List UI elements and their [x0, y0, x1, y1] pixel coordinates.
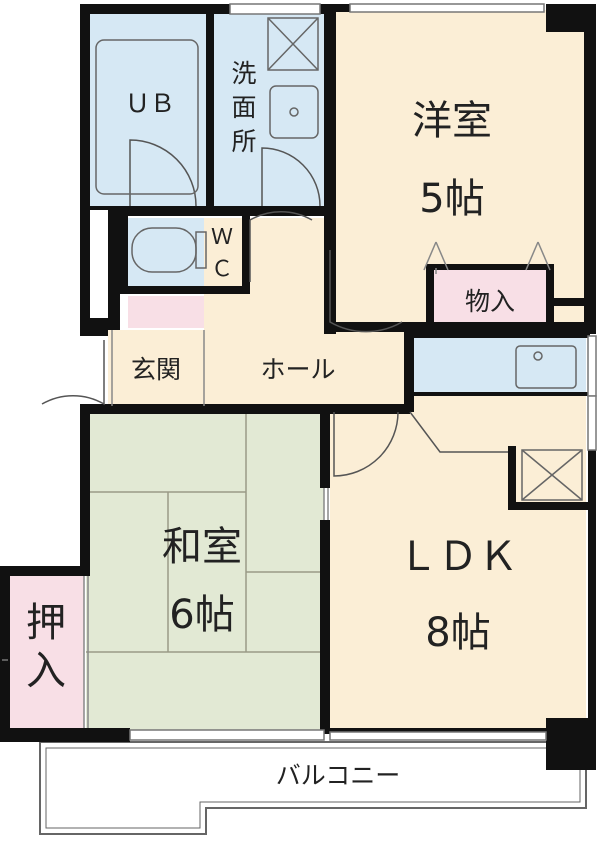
sliding-doors: [83, 241, 551, 728]
japanese-room-name: 和室: [162, 524, 242, 570]
western-room-name: 洋室: [412, 98, 492, 144]
bathtub: [95, 39, 199, 195]
room-labels: ＵＢ 洗 面 所 Ｗ Ｃ 洋室 5帖 物入 玄関 ホール 和室 6帖 押 入 Ｌ…: [26, 59, 518, 790]
washer-pan: [267, 17, 319, 71]
kitchen-counter: [414, 338, 586, 394]
windows: [2, 3, 597, 741]
western-room-size: 5帖: [419, 176, 484, 222]
kitchen-sink: [515, 345, 577, 389]
japanese-room-area: [86, 410, 324, 730]
japanese-room-size: 6帖: [169, 592, 234, 638]
storage-label: 物入: [465, 287, 515, 316]
unit-bath-label: ＵＢ: [125, 89, 175, 118]
tatami-lines: [86, 410, 324, 653]
fixtures: [95, 17, 583, 501]
wc-label-2: Ｃ: [211, 257, 233, 282]
wash-basin: [269, 85, 319, 139]
hall-label: ホール: [260, 355, 335, 384]
unit-bath-area: [90, 14, 208, 210]
closet-label-1: 押: [26, 600, 66, 646]
wc-label-1: Ｗ: [211, 225, 233, 250]
ldk-size: 8帖: [425, 610, 490, 656]
fridge-space: [521, 449, 583, 501]
washroom-label-1: 洗: [231, 59, 256, 88]
ldk-name: ＬＤＫ: [398, 534, 518, 580]
washroom-label-2: 面: [231, 93, 256, 122]
entrance-area: [108, 330, 204, 406]
hall-area: [204, 218, 404, 408]
washroom-label-3: 所: [231, 127, 256, 156]
balcony-label: バルコニー: [276, 761, 401, 790]
room-fills: [8, 10, 586, 732]
walls: [0, 4, 596, 770]
entrance-label: 玄関: [131, 355, 181, 384]
washroom-area: [214, 14, 324, 210]
closet-area: [8, 574, 84, 728]
closet-label-2: 入: [26, 648, 66, 694]
storage-area: [432, 268, 548, 328]
